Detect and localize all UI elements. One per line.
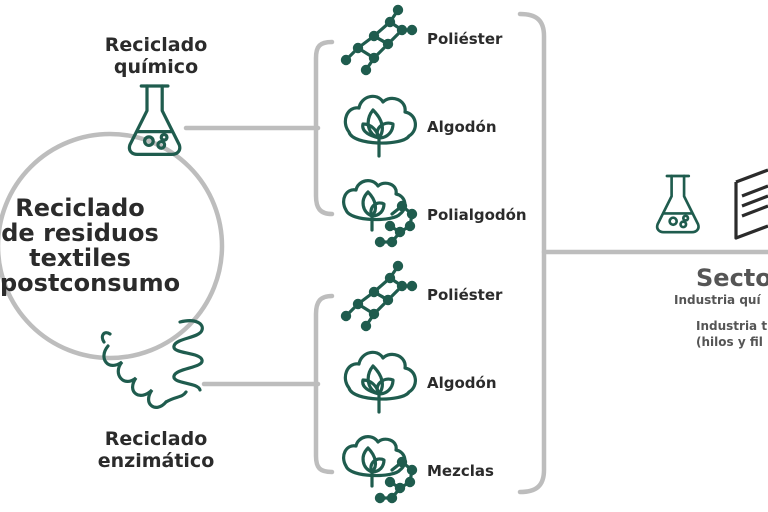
center-title-line-1: Reciclado [15,194,145,222]
center-circle [0,131,225,361]
sector-line-3: (hilos y fil [696,335,763,349]
material-enzymatic-2: Algodón [427,374,497,392]
molecule-chain-icon [340,260,418,332]
bracket-right [517,11,547,495]
material-enzymatic-3: Mezclas [427,462,494,480]
cotton-molecule-icon [342,179,418,248]
material-chemical-1: Poliéster [427,30,503,48]
method-enzymatic-line-2: enzimático [97,450,215,472]
bracket-enzymatic-left [313,293,335,475]
method-chemical-line-1: Reciclado [104,34,208,56]
center-title-line-2: de residuos [1,219,159,247]
cotton-boll-icon [343,350,418,414]
center-title-line-3: textiles [29,244,131,272]
method-chemical-line-2: químico [113,56,199,78]
sector-line-1: Industria quí [674,293,761,307]
thread-spool-icon [734,168,768,240]
sector-line-2: Industria t [696,319,768,333]
connector-lines [0,11,768,495]
material-enzymatic-1: Poliéster [427,286,503,304]
flask-icon [655,174,700,234]
material-chemical-2: Algodón [427,118,497,136]
molecule-chain-icon [340,4,418,76]
enzyme-spring-icon [100,319,204,409]
sector-title: Secto [696,264,768,292]
method-enzymatic-line-1: Reciclado [104,428,208,450]
material-chemical-3: Polialgodón [427,206,527,224]
cotton-boll-icon [343,94,418,158]
cotton-molecule-icon [342,435,418,504]
bracket-chemical-left [313,39,335,217]
center-title-line-4: postconsumo [0,269,181,297]
